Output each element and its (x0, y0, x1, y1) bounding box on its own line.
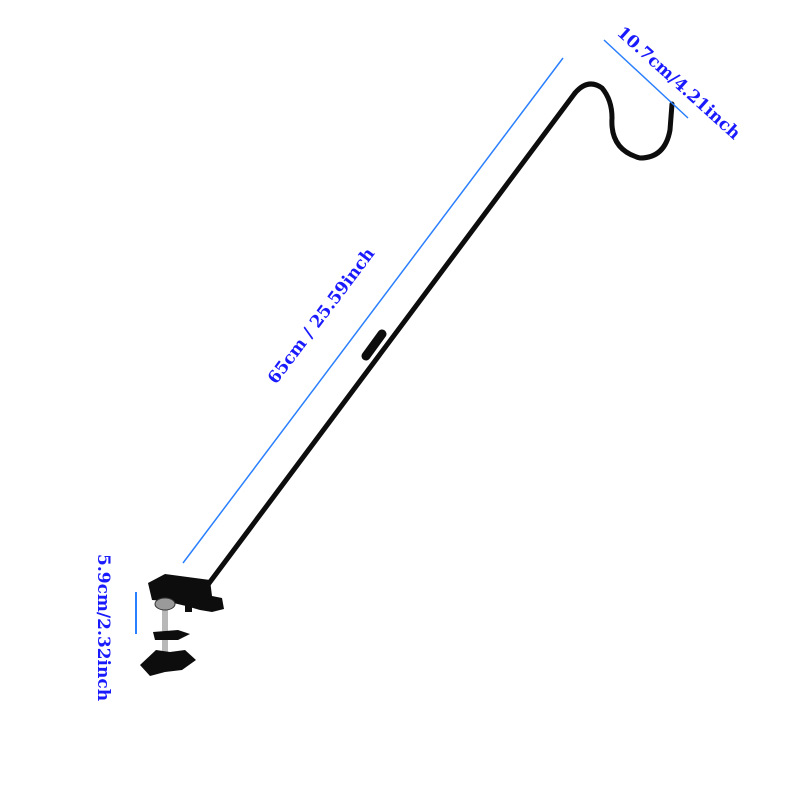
pole-joint (361, 329, 387, 361)
clamp-lower-jaw (153, 630, 190, 640)
clamp-screw-top (154, 597, 176, 611)
hanger-pole (195, 81, 675, 601)
clamp-screw (162, 602, 168, 656)
hook-dimension-label: 10.7cm/4.21inch (613, 23, 744, 144)
hook (572, 81, 675, 161)
hook-dimension-line (603, 39, 689, 119)
clamp (140, 574, 224, 676)
clamp-back (185, 600, 192, 612)
clamp-dimension-label: 5.9cm/2.32inch (93, 554, 113, 701)
length-dimension-line (182, 57, 564, 564)
clamp-body (148, 574, 224, 612)
pole-rod (195, 90, 578, 601)
length-dimension-label: 65cm / 25.59inch (264, 244, 379, 388)
clamp-handle (140, 650, 196, 676)
